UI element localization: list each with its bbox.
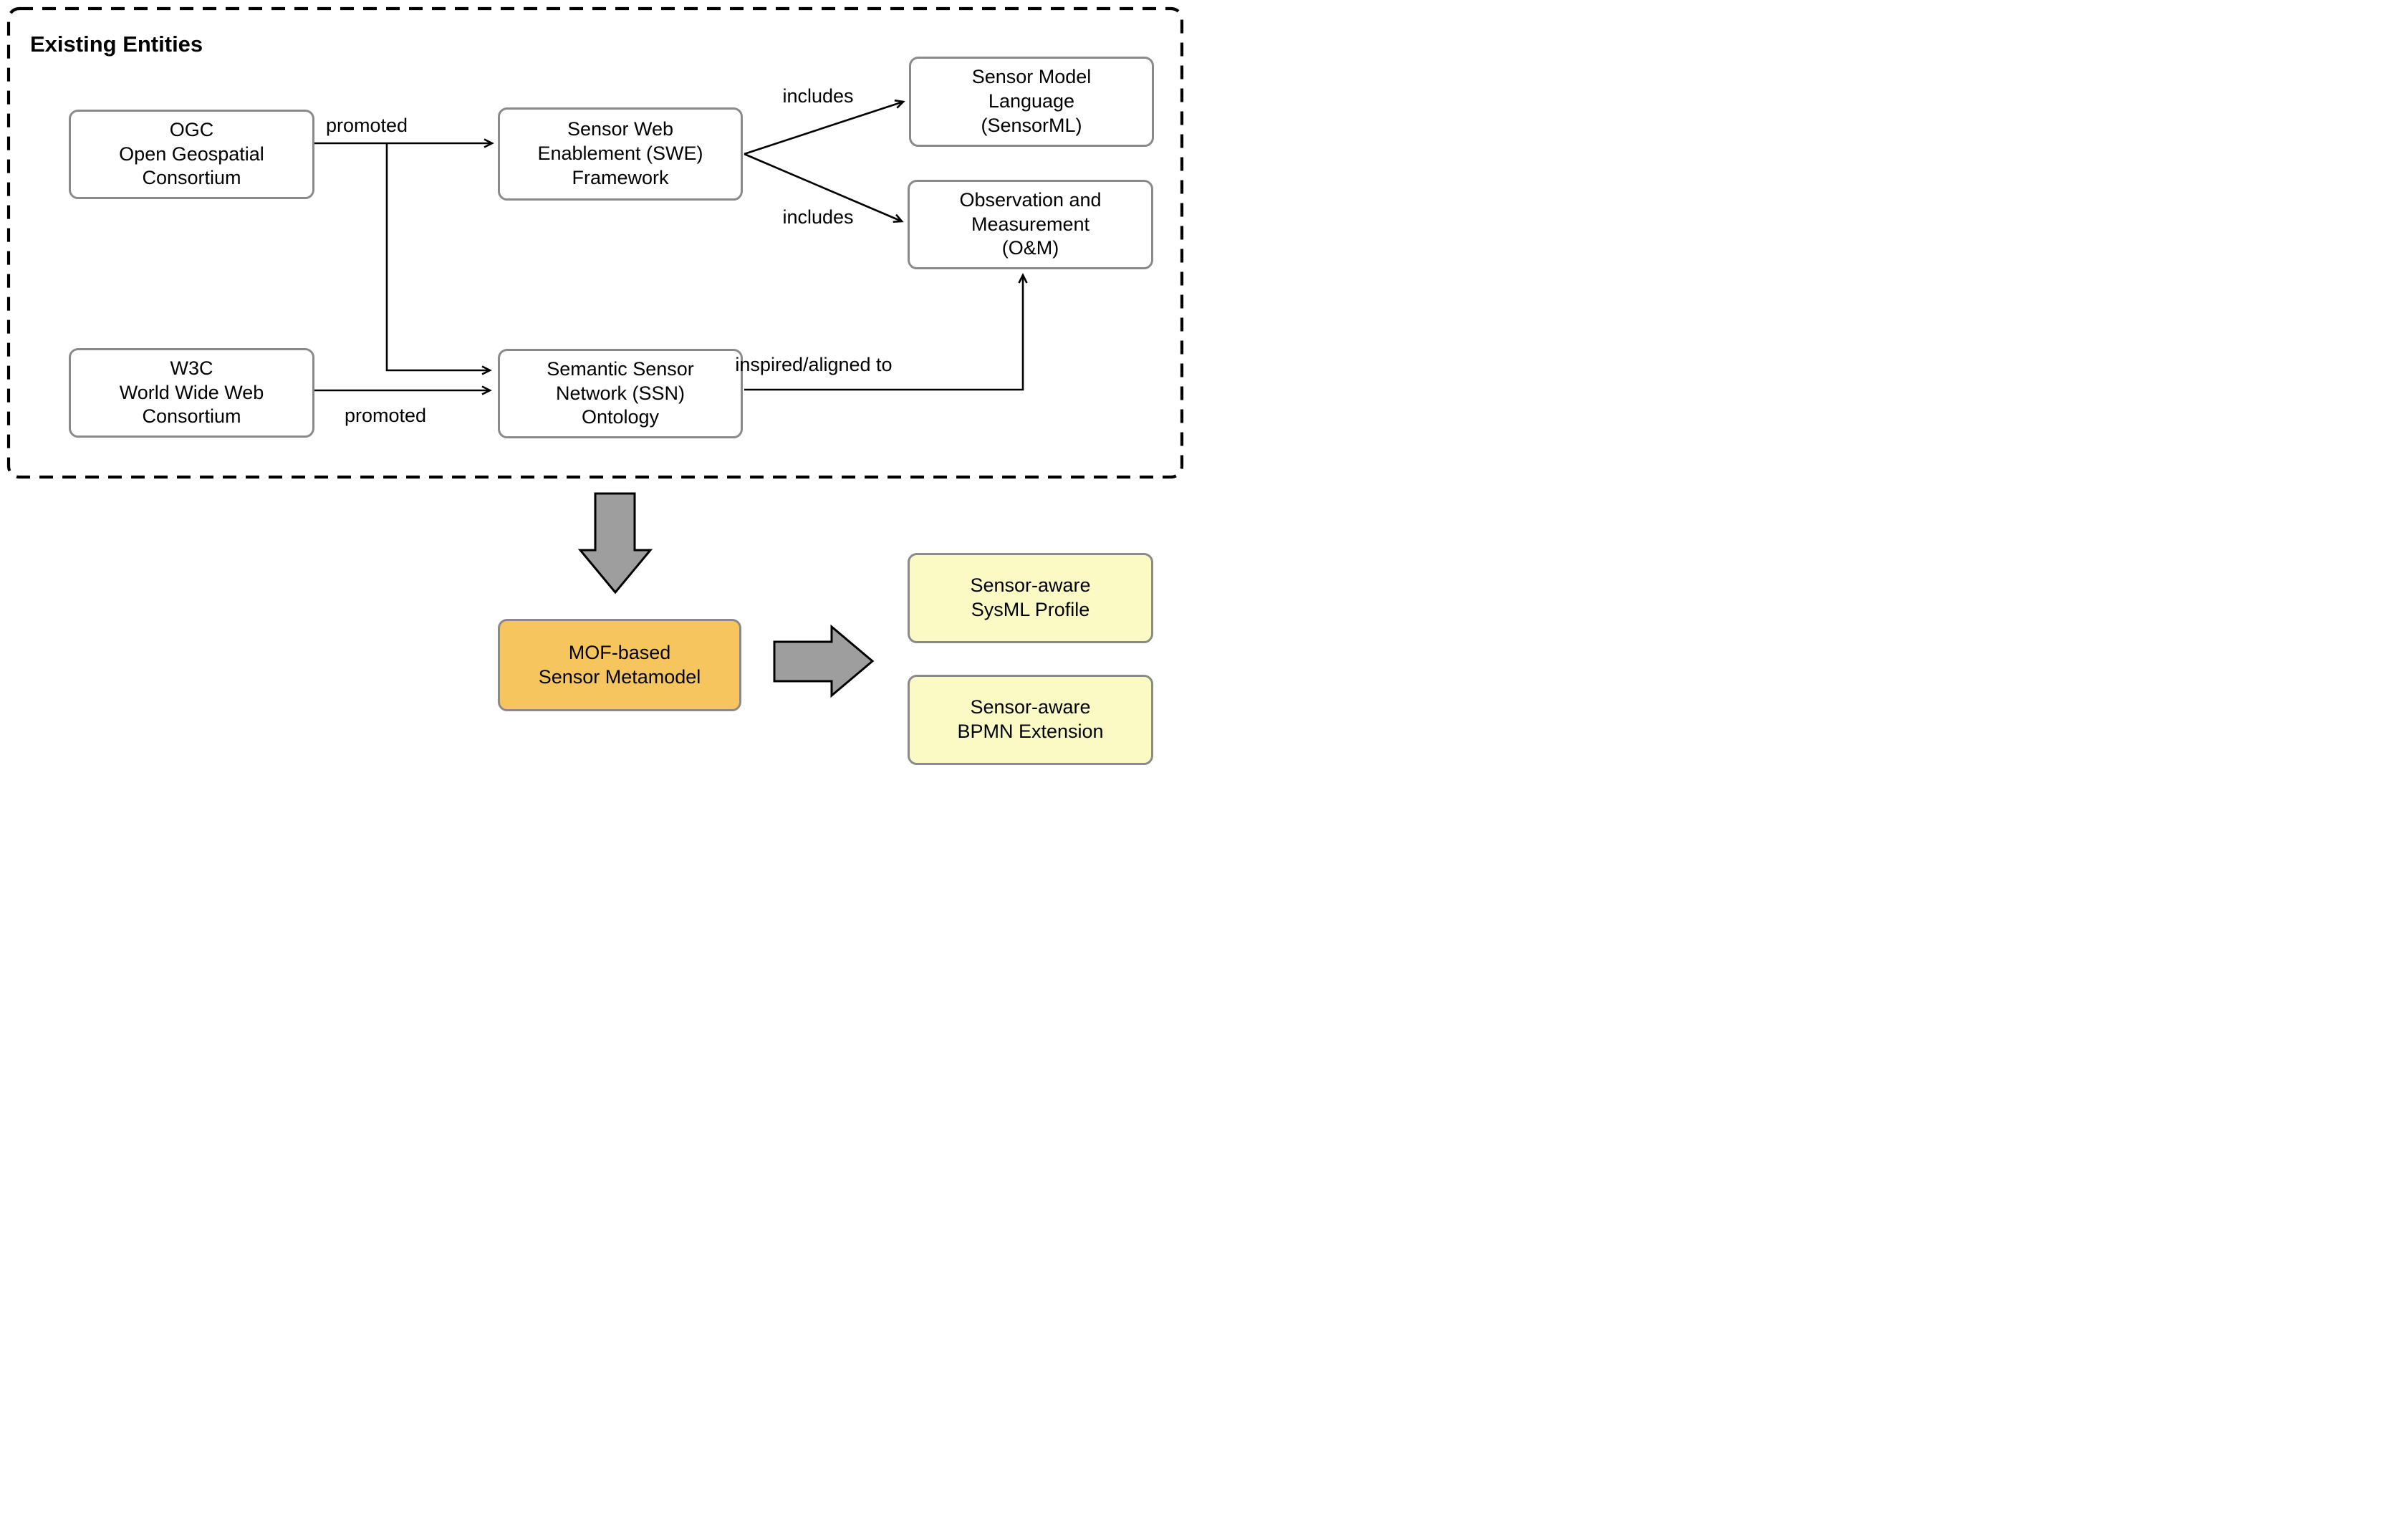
edge-swe-to-oandm (744, 153, 904, 223)
node-sensorml: Sensor Model Language (SensorML) (909, 57, 1154, 147)
node-mof-sensor-metamodel: MOF-based Sensor Metamodel (498, 619, 741, 711)
edge-swe-to-sensorml (744, 99, 905, 155)
diagram-canvas: Existing Entities OGC Open Geospatial Co… (0, 0, 1190, 770)
node-w3c: W3C World Wide Web Consortium (69, 348, 314, 438)
connector-layer (6, 6, 1184, 698)
edge-ogc-branch-to-ssn (385, 143, 492, 375)
label-promoted-bottom: promoted (344, 405, 427, 426)
label-promoted-top: promoted (325, 115, 408, 136)
label-includes-top: includes (782, 85, 854, 107)
right-block-arrow (773, 624, 875, 698)
existing-entities-label: Existing Entities (30, 32, 203, 57)
node-sensor-aware-sysml-profile: Sensor-aware SysML Profile (908, 553, 1153, 643)
node-swe: Sensor Web Enablement (SWE) Framework (498, 107, 743, 201)
node-oandm: Observation and Measurement (O&M) (908, 180, 1153, 269)
node-ssn: Semantic Sensor Network (SSN) Ontology (498, 349, 743, 438)
node-ogc: OGC Open Geospatial Consortium (69, 110, 314, 199)
down-block-arrow (577, 492, 653, 595)
node-sensor-aware-bpmn-extension: Sensor-aware BPMN Extension (908, 675, 1153, 765)
label-includes-bottom: includes (782, 206, 854, 228)
label-inspired-aligned-to: inspired/aligned to (735, 354, 893, 375)
edge-ssn-to-oandm (744, 273, 1028, 391)
existing-entities-dashed-frame (6, 6, 1184, 479)
